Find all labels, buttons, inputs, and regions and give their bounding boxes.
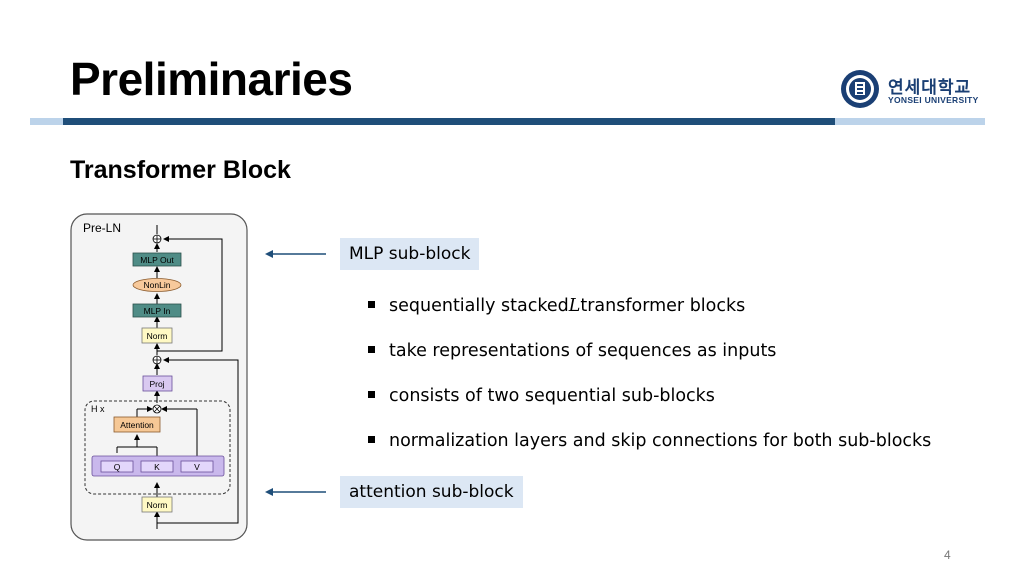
yonsei-university-logo — [841, 70, 879, 108]
bullet-square-icon — [368, 301, 375, 308]
residual-add-icon-top — [152, 234, 162, 244]
bullet-item: take representations of sequences as inp… — [368, 328, 931, 373]
bullet-square-icon — [368, 436, 375, 443]
norm-bottom-label: Norm — [147, 500, 168, 510]
bullet-square-icon — [368, 391, 375, 398]
section-subtitle: Transformer Block — [70, 156, 291, 184]
logo-korean-text: 연세대학교 — [888, 78, 972, 98]
bullet-list: sequentially stacked L transformer block… — [368, 283, 931, 463]
attention-node — [113, 416, 161, 433]
residual-add-icon-middle — [152, 355, 162, 365]
norm-top-label: Norm — [147, 331, 168, 341]
bullet-item: consists of two sequential sub-blocks — [368, 373, 931, 418]
mlp-in-label: MLP In — [144, 306, 171, 316]
attention-callout-arrow — [265, 488, 326, 496]
v-node — [180, 460, 214, 473]
multiply-icon — [152, 404, 162, 414]
bullet-item: normalization layers and skip connection… — [368, 418, 931, 463]
bullet-text-before: sequentially stacked — [389, 295, 569, 316]
nonlin-label: NonLin — [144, 280, 171, 290]
norm-bottom-node — [141, 496, 173, 513]
mlp-sub-block-label: MLP sub-block — [340, 238, 480, 270]
k-label: K — [154, 462, 160, 472]
bullet-item: sequentially stacked L transformer block… — [368, 283, 931, 328]
variant-label: Pre-LN — [83, 221, 121, 235]
mlp-in-node — [132, 303, 182, 318]
mlp-out-label: MLP Out — [140, 255, 174, 265]
q-label: Q — [114, 462, 121, 472]
bullet-text: take representations of sequences as inp… — [389, 340, 777, 361]
repeat-label: H x — [91, 404, 105, 414]
q-node — [100, 460, 134, 473]
bullet-text: consists of two sequential sub-blocks — [389, 385, 715, 406]
title-underline-dark — [63, 118, 835, 125]
mlp-callout-arrow — [265, 250, 326, 258]
pre-ln-transformer-diagram: Pre-LN H x MLP Out NonLin — [70, 213, 248, 541]
slide-title: Preliminaries — [70, 53, 353, 105]
mlp-out-node — [132, 252, 182, 267]
attention-sub-block-label: attention sub-block — [340, 476, 523, 508]
logo-english-text: YONSEI UNIVERSITY — [888, 95, 979, 105]
bullet-text-after: transformer blocks — [580, 295, 746, 316]
v-label: V — [194, 462, 200, 472]
norm-top-node — [141, 327, 173, 344]
k-node — [140, 460, 174, 473]
nonlin-node — [132, 278, 182, 292]
bullet-text: normalization layers and skip connection… — [389, 430, 932, 451]
proj-node — [142, 375, 173, 392]
page-number: 4 — [944, 548, 951, 562]
attention-label: Attention — [120, 420, 154, 430]
bullet-variable: L — [568, 295, 581, 316]
bullet-square-icon — [368, 346, 375, 353]
proj-label: Proj — [149, 379, 164, 389]
